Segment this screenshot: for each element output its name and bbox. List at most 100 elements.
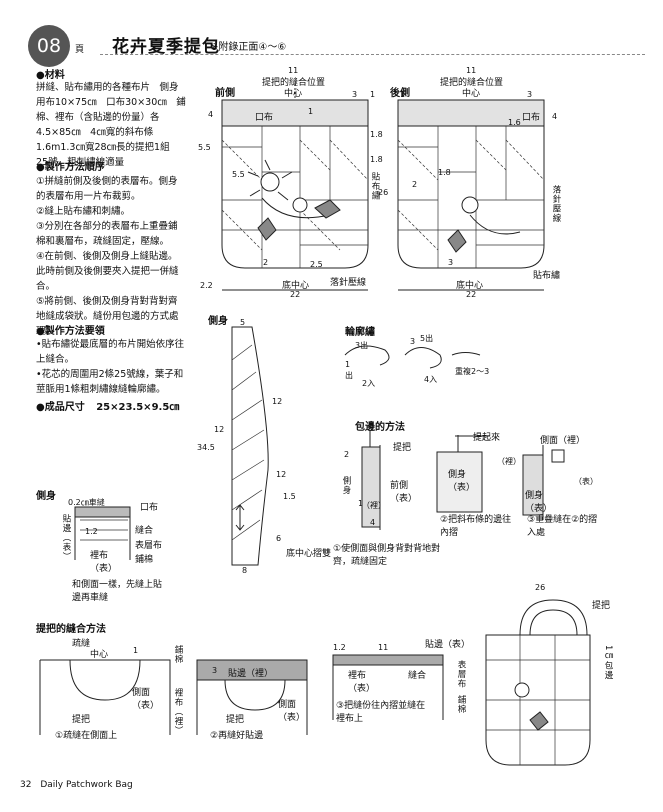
front-dim-1-8a: 1.8	[370, 130, 383, 139]
front-dim-2: 2	[263, 258, 269, 267]
front-dim-5-5: 5.5	[198, 143, 211, 152]
binding-lining-2: （裡）	[497, 457, 521, 466]
binding-caption-2: ②把斜布條的邊往內摺	[440, 515, 512, 538]
back-panel-drawing	[397, 99, 545, 291]
tips-heading: ●製作方法要領	[36, 326, 105, 337]
front-handle-pos: 提把的縫合位置	[262, 78, 326, 88]
back-top-dim: 11	[466, 66, 477, 75]
side-detail-sew: 縫合	[135, 526, 154, 536]
handle-edge-outer: 貼邊（表）	[425, 640, 471, 650]
back-bottom-center: 底中心	[456, 281, 484, 291]
back-dim-1-8: 1.8	[438, 168, 451, 177]
handle-lining-2: 裡布（表）	[348, 671, 376, 694]
gusset-dim-1-5: 1.5	[283, 492, 296, 501]
back-dim-1-6: 1.6	[508, 118, 521, 127]
footer-page: 32	[20, 780, 32, 790]
stitch-n3: 3	[410, 337, 416, 346]
front-dim-26: 26	[378, 188, 389, 197]
stitch-out3: 3出	[355, 341, 369, 350]
binding-n1: 1	[358, 499, 364, 508]
bag-dim-26: 26	[535, 583, 546, 592]
handle-center: 中心	[90, 650, 109, 660]
handle-caption-2: ②再縫好貼邊	[210, 731, 264, 741]
step-item: ③分別在各部分的表層布上重疊鋪棉和裏層布，疏縫固定，壓線。	[36, 221, 178, 247]
binding-drawing	[361, 430, 565, 530]
stitch-repeat: 重複2～3	[455, 367, 490, 376]
handle-batting: 鋪棉	[173, 645, 183, 664]
side-detail-dim-1-2: 1.2	[85, 527, 98, 536]
step-item: ⑤將前側、後側及側身背對背對齊地縫成袋狀。縫份用包邊的方式處理。	[36, 296, 179, 337]
size-value: 25×23.5×9.5㎝	[96, 402, 180, 413]
binding-handle: 提把	[393, 443, 412, 453]
back-dim-22: 22	[466, 290, 477, 299]
footer-book: Daily Patchwork Bag	[40, 780, 133, 790]
side-detail-batting: 鋪棉	[135, 555, 154, 565]
handle-dim-11: 11	[378, 643, 389, 652]
front-center: 中心	[284, 89, 303, 99]
binding-lift: 提起來	[473, 433, 501, 443]
gusset-dim-12b: 12	[214, 425, 225, 434]
handle-sew: 縫合	[408, 671, 427, 681]
stitch-in1: 1	[345, 360, 351, 369]
back-dim-3: 3	[527, 90, 533, 99]
binding-n4: 4	[370, 518, 376, 527]
binding-gusset-lining: 側面（裡）	[540, 436, 586, 446]
size-line: ●成品尺寸 25×23.5×9.5㎝	[36, 398, 179, 413]
handle-method-drawing	[39, 654, 444, 735]
bag-handle-label: 提把	[592, 601, 611, 611]
front-dim-5-5b: 5.5	[232, 170, 245, 179]
finished-bag-drawing	[485, 599, 591, 766]
tip-item: •花芯的周圍用2條25號線，葉子和莖脈用1條粗刺繡線縫輪廓繡。	[36, 369, 184, 395]
front-dim-1-8b: 1.8	[370, 155, 383, 164]
front-bottom-center: 底中心	[282, 281, 310, 291]
binding-caption-1: ①使側面與側身背對背地對齊，疏縫固定	[333, 544, 441, 567]
page-number: 08	[36, 35, 62, 57]
gusset-dim-8: 8	[242, 566, 248, 575]
handle-dim-1-2: 1.2	[333, 643, 346, 652]
front-kou-bu: 口布	[255, 113, 274, 123]
back-center: 中心	[462, 89, 481, 99]
binding-outer: （表）	[574, 477, 598, 486]
handle-edge-lining: 貼邊（裡）	[228, 669, 274, 679]
front-dim-1: 1	[370, 90, 376, 99]
front-dim-1b: 1	[308, 107, 314, 116]
handle-side-outer-2: 側面（表）	[278, 700, 306, 723]
bag-binding-label: 1㎝包邊	[603, 645, 613, 680]
binding-title: 包邊的方法	[355, 422, 405, 433]
handle-n3: 3	[212, 666, 218, 675]
handle-outer: 表層布	[456, 660, 466, 689]
binding-lining: （裡）	[362, 501, 386, 510]
stitch-out1: 出	[345, 371, 353, 380]
front-dim-22: 22	[290, 290, 301, 299]
side-detail-drawing	[74, 506, 131, 560]
handle-caption-3: ③把縫份往內摺並縫在裡布上	[336, 701, 426, 724]
back-dim-2: 2	[412, 180, 418, 189]
materials-text: 拼縫、貼布繡用的各種布片 側身用布10×75㎝ 口布30×30㎝ 鋪棉、裡布（含…	[36, 82, 186, 168]
front-panel-drawing	[221, 84, 369, 291]
back-title: 後側	[390, 88, 410, 99]
binding-n2: 2	[344, 450, 350, 459]
side-detail-edge: 貼邊（表）	[61, 514, 71, 562]
stitch-in2: 2入	[362, 379, 376, 388]
binding-gusset-outer-2: 側身（表）	[525, 491, 553, 514]
back-quilt-label: 落針壓線	[551, 185, 561, 223]
tip-item: •貼布繡從最底層的布片開始依序往上縫合。	[36, 339, 185, 365]
back-applique-label: 貼布繡	[533, 271, 561, 281]
handle-caption-1: ①疏縫在側面上	[55, 731, 118, 741]
steps-heading: ●製作方法順序	[36, 162, 105, 173]
page-number-badge: 08	[28, 25, 70, 67]
front-top-dim: 11	[288, 66, 299, 75]
steps-list: ①拼縫前側及後側的表層布。側身的表層布用一片布裁剪。 ②縫上貼布繡和刺繡。 ③分…	[36, 174, 186, 339]
handle-handle: 提把	[72, 715, 91, 725]
side-detail-kou-bu: 口布	[140, 503, 159, 513]
front-quilt-label: 落針壓線	[330, 278, 367, 288]
front-dim-2-5: 2.5	[310, 260, 323, 269]
binding-gusset-outer: 側身（表）	[448, 470, 476, 493]
handle-seam: 疏縫	[72, 639, 91, 649]
stitch-out5: 5出	[420, 334, 434, 343]
gusset-drawing	[231, 326, 269, 566]
materials-heading: ●材料	[36, 70, 65, 81]
gusset-dim-12c: 12	[276, 470, 287, 479]
side-detail-lining: 裡布（表）	[90, 551, 118, 574]
